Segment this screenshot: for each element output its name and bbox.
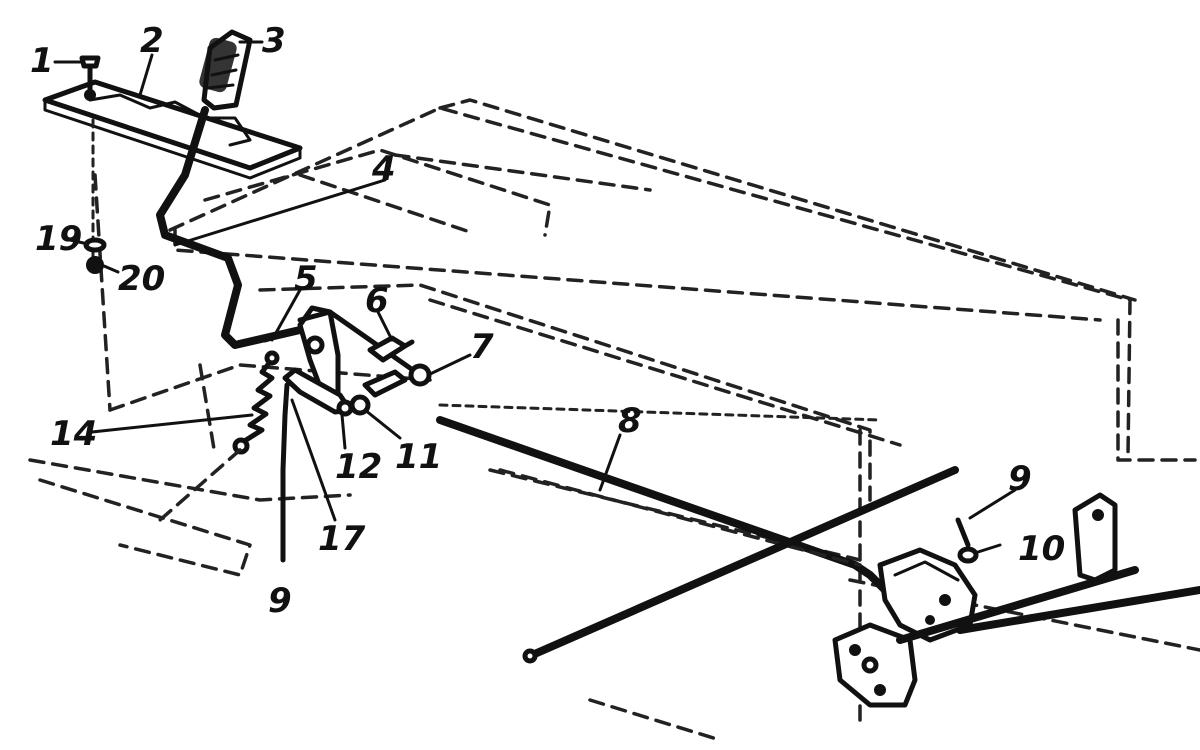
shift-lever-rod xyxy=(156,106,304,349)
shift-rod xyxy=(436,416,889,594)
callout-17: 17 xyxy=(318,519,366,559)
callout-2: 2 xyxy=(140,21,164,61)
callout-20: 20 xyxy=(118,259,165,299)
callout-4: 4 xyxy=(371,149,396,189)
callout-3: 3 xyxy=(262,21,286,61)
callout-14: 14 xyxy=(50,414,97,454)
callout-labels: 1 2 3 4 5 6 7 8 11 12 14 17 9 19 20 9 10 xyxy=(30,21,1065,621)
shift-plate xyxy=(42,79,303,180)
callout-6: 6 xyxy=(365,281,389,321)
callout-7: 7 xyxy=(470,327,494,367)
spring xyxy=(158,350,280,522)
cross-shaft xyxy=(522,466,959,664)
callout-5: 5 xyxy=(294,259,318,299)
washer-and-bushing xyxy=(336,394,371,417)
callout-11: 11 xyxy=(395,437,442,477)
shift-knob xyxy=(199,29,253,111)
callout-8: 8 xyxy=(618,401,642,441)
pin-and-washer xyxy=(955,517,979,564)
screw xyxy=(79,55,101,93)
callout-9-right: 9 xyxy=(1008,459,1032,499)
callout-1: 1 xyxy=(30,41,54,81)
pivot-bracket xyxy=(262,305,423,403)
washer-nut-stack xyxy=(83,118,107,274)
leader-lines xyxy=(53,40,1017,554)
callout-10: 10 xyxy=(1018,529,1065,569)
callout-12: 12 xyxy=(335,447,382,487)
callout-9-left: 9 xyxy=(268,581,292,621)
callout-19: 19 xyxy=(35,219,82,259)
transmission-bracket xyxy=(832,492,1200,708)
bolt xyxy=(367,335,415,363)
nut xyxy=(362,363,432,398)
